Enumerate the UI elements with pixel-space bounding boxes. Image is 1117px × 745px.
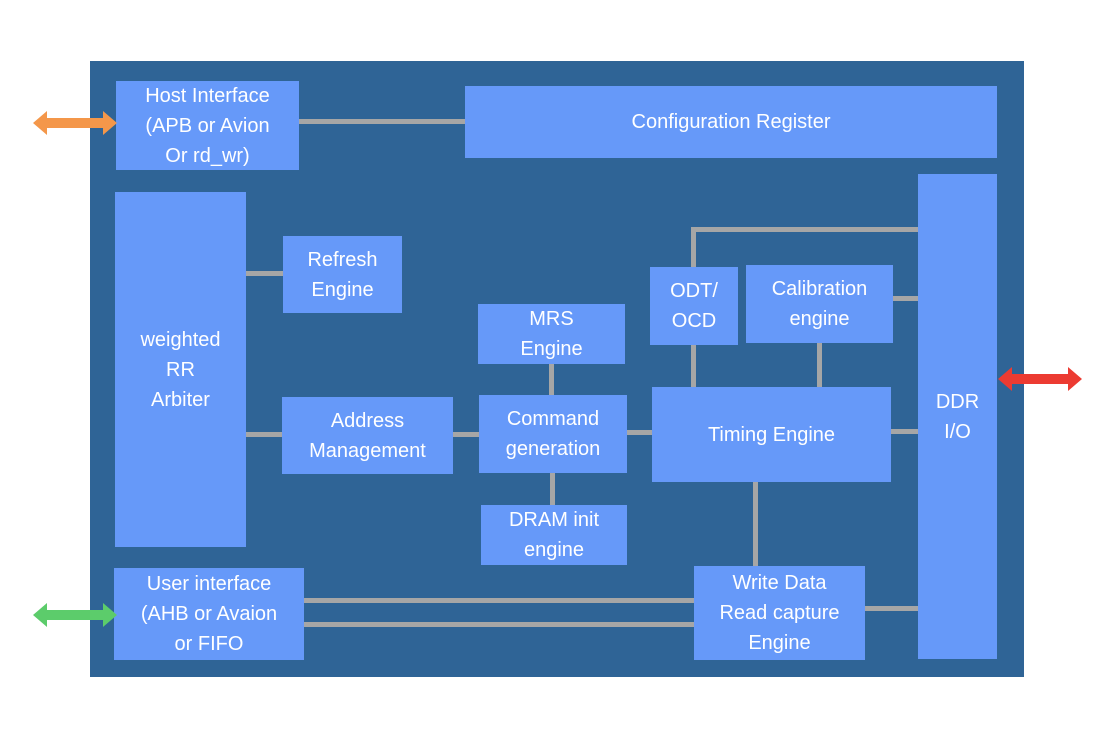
command-timing-connector — [626, 430, 653, 435]
dram-init-engine-block: DRAM init engine — [481, 505, 627, 565]
command-generation-block: Command generation — [479, 395, 627, 473]
ddr-io-block: DDR I/O — [918, 174, 997, 659]
timing-write-read-connector — [753, 482, 758, 567]
arbiter-block: weighted RR Arbiter — [115, 192, 246, 547]
address-management-block: Address Management — [282, 397, 453, 474]
calibration-engine-block: Calibration engine — [746, 265, 893, 343]
odt-ocd-block: ODT/ OCD — [650, 267, 738, 345]
user-write-read-connector-lower — [304, 622, 695, 627]
write-read-ddr-connector — [865, 606, 919, 611]
arbiter-refresh-connector — [246, 271, 284, 276]
user-interface-block: User interface (AHB or Avaion or FIFO — [114, 568, 304, 660]
host-config-connector — [298, 119, 466, 124]
odt-riser-connector — [691, 229, 696, 268]
calibration-ddr-connector — [892, 296, 919, 301]
timing-ddr-connector — [890, 429, 919, 434]
host-arrow-icon — [33, 111, 117, 135]
configuration-register-block: Configuration Register — [465, 86, 997, 158]
command-dram-init-connector — [550, 472, 555, 506]
ddr-arrow-icon — [998, 367, 1082, 391]
user-write-read-connector-upper — [304, 598, 695, 603]
refresh-engine-block: Refresh Engine — [283, 236, 402, 313]
calibration-timing-connector — [817, 342, 822, 388]
mrs-engine-block: MRS Engine — [478, 304, 625, 364]
user-arrow-icon — [33, 603, 117, 627]
odt-timing-connector — [691, 344, 696, 388]
address-command-connector — [453, 432, 480, 437]
mrs-command-connector — [549, 363, 554, 396]
host-interface-block: Host Interface (APB or Avion Or rd_wr) — [116, 81, 299, 170]
odt-ddr-connector — [691, 227, 919, 232]
write-read-engine-block: Write Data Read capture Engine — [694, 566, 865, 660]
timing-engine-block: Timing Engine — [652, 387, 891, 482]
arbiter-address-connector — [246, 432, 283, 437]
